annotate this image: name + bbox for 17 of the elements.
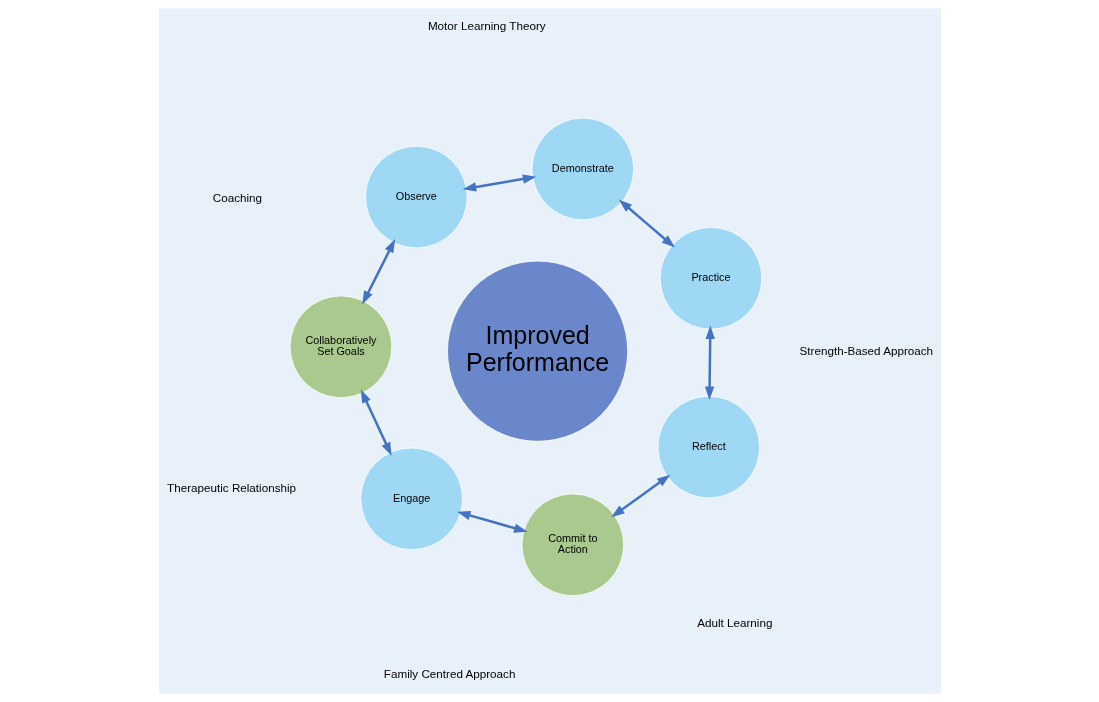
arrow — [456, 510, 527, 533]
label: Coaching — [212, 191, 262, 205]
node-circle: Collaboratively Set Goals — [289, 295, 392, 399]
node-circle: Observe — [364, 145, 468, 249]
arrow — [361, 239, 395, 305]
arrow — [462, 174, 536, 192]
label: Family Centred Approach — [383, 667, 515, 681]
arrow — [360, 389, 392, 456]
arrow — [704, 325, 715, 400]
arrow — [610, 474, 670, 518]
label: Strength-Based Approach — [799, 343, 933, 357]
label: Therapeutic Relationship — [166, 481, 296, 495]
label: Motor Learning Theory — [427, 18, 546, 32]
label: Adult Learning — [696, 616, 772, 630]
arrow — [618, 199, 675, 248]
node-circle: Engage — [359, 447, 463, 551]
node-circle: Improved Performance — [446, 260, 628, 442]
